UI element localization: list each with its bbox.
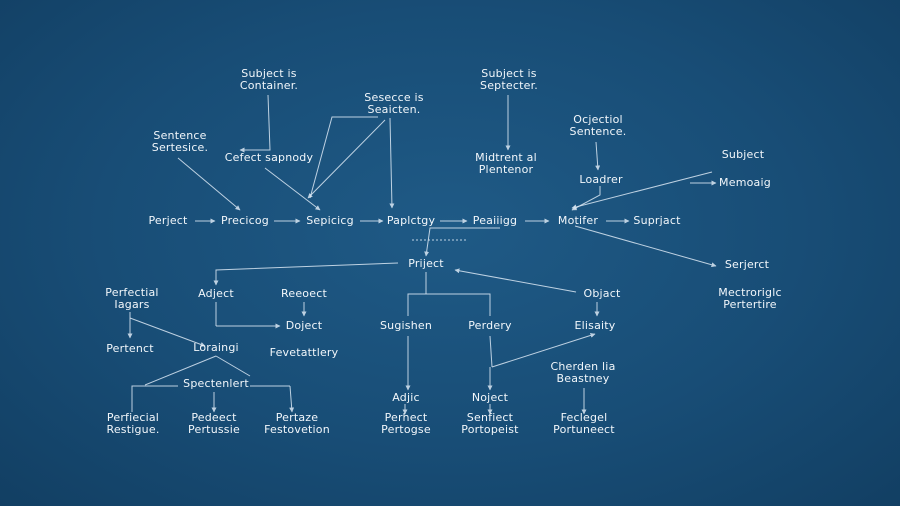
connector [595,141,601,171]
node: Sugishen [379,319,433,332]
node: Loraingi [193,341,239,354]
connector [215,355,251,377]
node: Noject [471,391,509,404]
node: Paplctgy [386,214,436,227]
node: Serjerct [724,258,770,271]
node: Suprjact [633,214,681,227]
connector [571,171,713,210]
connector [574,225,717,268]
connector [489,335,493,368]
connector [571,186,601,211]
node: Peaiiigg [472,214,518,227]
connector [309,116,378,199]
connector [289,385,295,413]
node: Spectenlert [183,377,249,390]
connector [129,317,206,347]
connector [264,167,321,211]
node: Memoaig [719,176,771,189]
connector [454,268,577,293]
connector [131,385,178,412]
node: Cefect sapnody [224,151,314,164]
node: Motifer [557,214,599,227]
node: Reeoect [281,287,327,300]
node: Loadrer [579,173,623,186]
connector [177,157,241,211]
connector [213,262,399,286]
connector [307,119,386,199]
node: Perject [148,214,188,227]
node: Perdery [468,319,512,332]
node: Precicog [221,214,269,227]
node: Pertenct [106,342,154,355]
connector [491,332,596,368]
connector [407,293,491,316]
connector [389,117,395,209]
connector [424,227,500,257]
node: Priject [408,257,444,270]
connector [144,355,217,386]
connector [239,94,271,153]
node: Subject [721,148,765,161]
node: Sepicicg [306,214,354,227]
node: Adject [198,287,234,300]
node: Doject [285,319,323,332]
node: Elisaity [574,319,616,332]
node: Adjic [392,391,420,404]
node: Objact [583,287,621,300]
node: Fevetattlery [269,346,339,359]
